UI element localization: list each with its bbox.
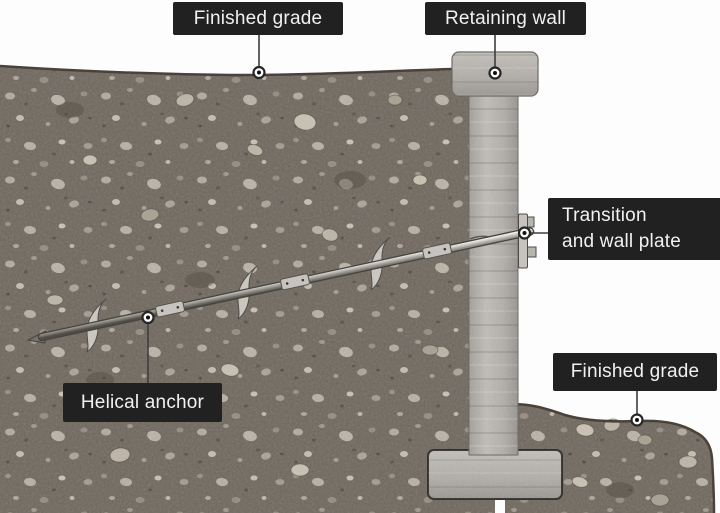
callout-dots (141, 65, 644, 427)
helical-anchor (26, 227, 535, 353)
label-finished-grade-right: Finished grade (553, 353, 717, 391)
finished-grade-surface-top (0, 64, 462, 77)
shaft-coupler-3 (422, 242, 452, 260)
callout-dot-retaining-wall (488, 66, 502, 80)
callout-dot-finished-grade-top (252, 65, 266, 80)
callout-dot-finished-grade-right (630, 413, 644, 427)
label-finished-grade-top-text: Finished grade (193, 7, 323, 29)
label-transition-wall-plate: Transition and wall plate (548, 198, 720, 260)
retaining-wall-stem (468, 87, 519, 456)
label-helical-anchor: Helical anchor (63, 383, 222, 422)
label-retaining-wall-text: Retaining wall (444, 7, 567, 29)
label-retaining-wall: Retaining wall (425, 2, 586, 35)
finished-grade-surface-right (504, 403, 716, 513)
shaft-coupler-2 (280, 273, 310, 291)
label-transition-line1: Transition (562, 205, 647, 226)
callout-dot-helical-anchor (141, 310, 155, 325)
label-finished-grade-right-text: Finished grade (570, 361, 700, 382)
label-transition-line2: and wall plate (562, 231, 681, 252)
label-helical-anchor-text: Helical anchor (80, 391, 205, 413)
soil-upper-stones (46, 93, 439, 477)
wall-footing (427, 449, 563, 500)
soil-lower (504, 403, 716, 513)
label-finished-grade-top: Finished grade (173, 2, 343, 35)
callout-dot-transition (517, 226, 532, 240)
shaft-coupler-1 (155, 300, 185, 318)
soil-upper (0, 64, 495, 513)
callout-lines (147, 35, 638, 415)
